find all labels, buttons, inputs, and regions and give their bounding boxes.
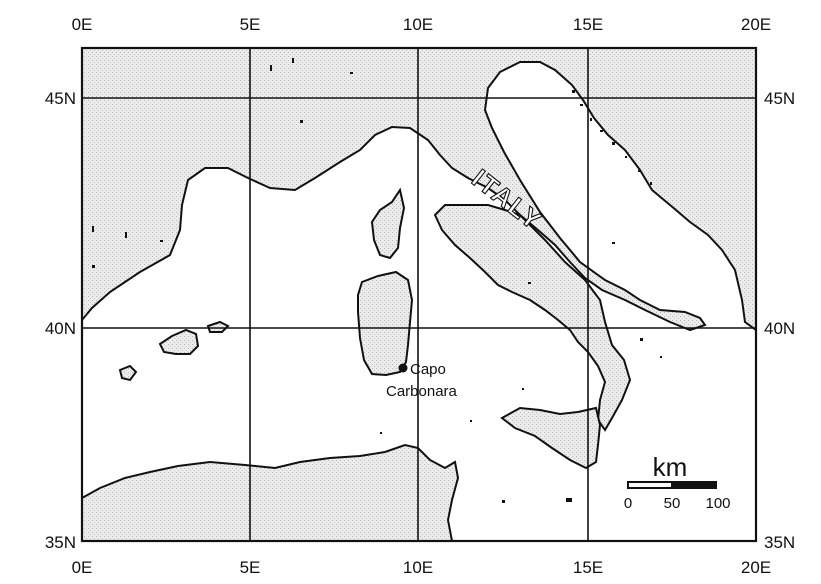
scale-bar-segment-2 (671, 481, 717, 489)
scale-unit-label: km (653, 452, 688, 482)
bottom-tick-labels: 0E 5E 10E 15E 20E (72, 558, 772, 577)
left-tick-labels: 45N 40N 35N (45, 89, 76, 552)
land-sicily (500, 406, 602, 470)
land-north-africa (82, 443, 460, 541)
scale-bar: km 0 50 100 (624, 452, 731, 512)
top-tick-3: 15E (573, 15, 603, 34)
bottom-tick-4: 20E (741, 558, 771, 577)
land-balearic-mallorca (158, 328, 200, 355)
land-sardinia (357, 270, 414, 377)
site-label-line2: Carbonara (386, 383, 458, 400)
bottom-tick-3: 15E (573, 558, 603, 577)
bottom-tick-2: 10E (403, 558, 433, 577)
map-frame (80, 46, 758, 543)
scale-bar-segment-1 (627, 481, 673, 489)
site-marker-dot (398, 363, 408, 373)
right-tick-45n: 45N (764, 89, 795, 108)
top-tick-labels: 0E 5E 10E 15E 20E (72, 15, 772, 34)
left-tick-45n: 45N (45, 89, 76, 108)
right-tick-40n: 40N (764, 319, 795, 338)
top-tick-0: 0E (72, 15, 93, 34)
top-tick-1: 5E (240, 15, 261, 34)
graticule (82, 48, 756, 541)
land-corsica (370, 187, 406, 260)
scale-label-100: 100 (705, 495, 730, 512)
bottom-tick-1: 5E (240, 558, 261, 577)
right-tick-35n: 35N (764, 533, 795, 552)
land-balearic-ibiza (118, 364, 138, 382)
land-balearic-menorca (206, 320, 230, 333)
site-label-line1: Capo (410, 361, 446, 378)
site-capo-carbonara: Capo Carbonara (386, 361, 458, 400)
land-italy-south (433, 204, 632, 432)
scale-label-50: 50 (664, 495, 681, 512)
left-tick-40n: 40N (45, 319, 76, 338)
top-tick-2: 10E (403, 15, 433, 34)
bottom-tick-0: 0E (72, 558, 93, 577)
coastal-islands (92, 58, 662, 503)
top-tick-4: 20E (741, 15, 771, 34)
right-tick-labels: 45N 40N 35N (764, 89, 795, 552)
scale-label-0: 0 (624, 495, 632, 512)
left-tick-35n: 35N (45, 533, 76, 552)
